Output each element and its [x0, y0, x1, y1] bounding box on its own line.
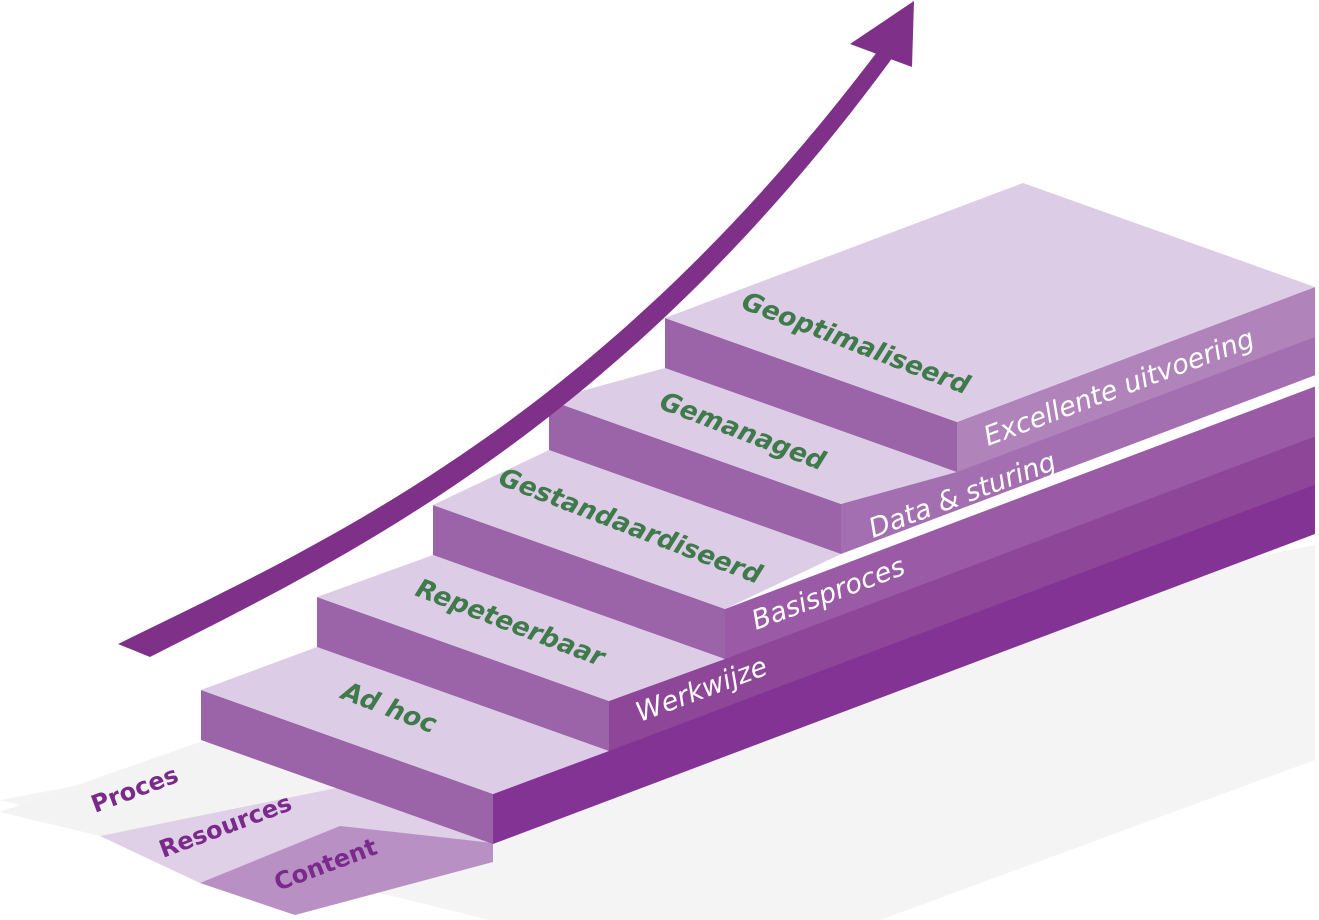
step-riser-5 — [665, 318, 957, 472]
step-top-4 — [549, 368, 957, 504]
step-side-3 — [725, 386, 1315, 659]
step-top-5 — [665, 183, 1315, 422]
step-riser-1 — [201, 690, 493, 844]
step-riser-4 — [549, 400, 841, 554]
step-top-1 — [201, 647, 609, 794]
step-side-4 — [841, 325, 1315, 554]
arrow-up-right-icon — [850, 1, 914, 67]
growth-arrow — [118, 1, 914, 657]
staircase — [201, 183, 1315, 844]
step-side-1 — [493, 484, 1315, 844]
step-riser-2 — [317, 597, 609, 751]
floor-band-content — [200, 826, 493, 915]
step-top-3 — [433, 450, 841, 609]
step-side-2 — [609, 434, 1315, 751]
step-riser-3 — [433, 505, 725, 659]
step-top-2 — [317, 555, 725, 701]
step-side-5 — [957, 287, 1315, 472]
